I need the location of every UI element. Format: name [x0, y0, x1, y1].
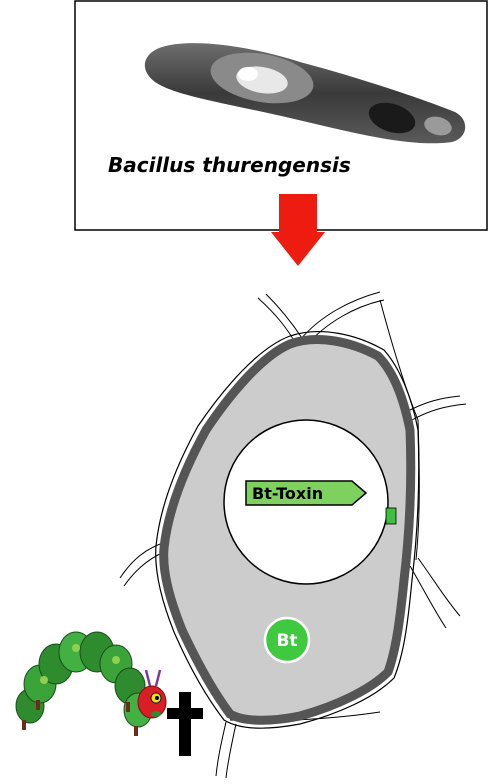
insertion-marker — [386, 508, 396, 524]
bacterium-caption: Bacillus thurengensis — [108, 153, 351, 177]
bt-protein: Bt — [265, 618, 309, 662]
bt-toxin-gene: Bt-Toxin — [246, 481, 366, 505]
bt-protein-label: Bt — [276, 631, 297, 651]
cross-icon — [167, 692, 203, 756]
caterpillar-icon — [16, 632, 166, 736]
bt-toxin-label: Bt-Toxin — [252, 484, 323, 503]
transfer-arrow — [271, 194, 325, 266]
plant-tissue: Bt-Toxin Bt — [120, 292, 466, 778]
